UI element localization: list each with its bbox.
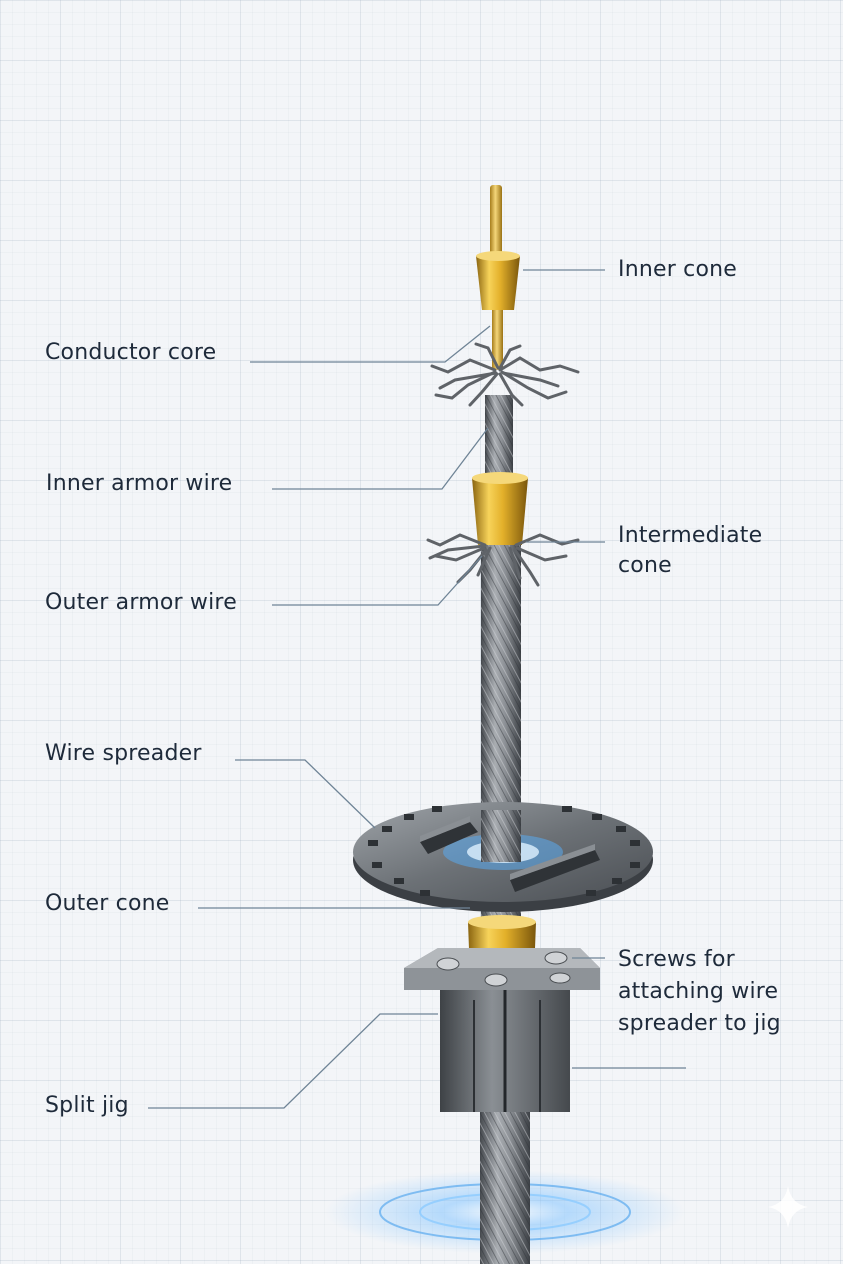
inner-armor-wire-splay (430, 342, 580, 407)
leader-split-jig-left (148, 1013, 438, 1109)
spreader-clamp-bar-right (510, 844, 600, 892)
leader-lines (148, 269, 686, 1109)
inner-cone (476, 251, 520, 310)
label-screws-line3: spreader to jig (618, 1011, 781, 1036)
label-intermediate-cone-line2: cone (618, 553, 672, 578)
label-split-jig: Split jig (45, 1093, 129, 1118)
sparkle-icon (768, 1186, 808, 1228)
label-outer-cone: Outer cone (45, 891, 170, 916)
conductor-core (490, 185, 503, 370)
wire-spreader-plate (353, 802, 653, 912)
spreader-clamp-bar-left (420, 816, 478, 854)
label-inner-armor-wire: Inner armor wire (46, 471, 233, 496)
split-jig (404, 948, 600, 1112)
leader-inner-armor-wire (272, 427, 489, 490)
leader-conductor-core (250, 325, 491, 363)
leader-outer-armor-wire (272, 555, 483, 606)
leader-wire-spreader (235, 759, 376, 829)
label-wire-spreader: Wire spreader (45, 741, 202, 766)
label-conductor-core: Conductor core (45, 340, 217, 365)
label-outer-armor-wire: Outer armor wire (45, 590, 237, 615)
label-screws-line2: attaching wire (618, 979, 779, 1004)
jig-screws (436, 951, 571, 987)
label-intermediate-cone-line1: Intermediate (618, 523, 763, 548)
intermediate-cone (472, 472, 528, 545)
label-screws-line1: Screws for (618, 947, 735, 972)
label-inner-cone: Inner cone (618, 257, 737, 282)
